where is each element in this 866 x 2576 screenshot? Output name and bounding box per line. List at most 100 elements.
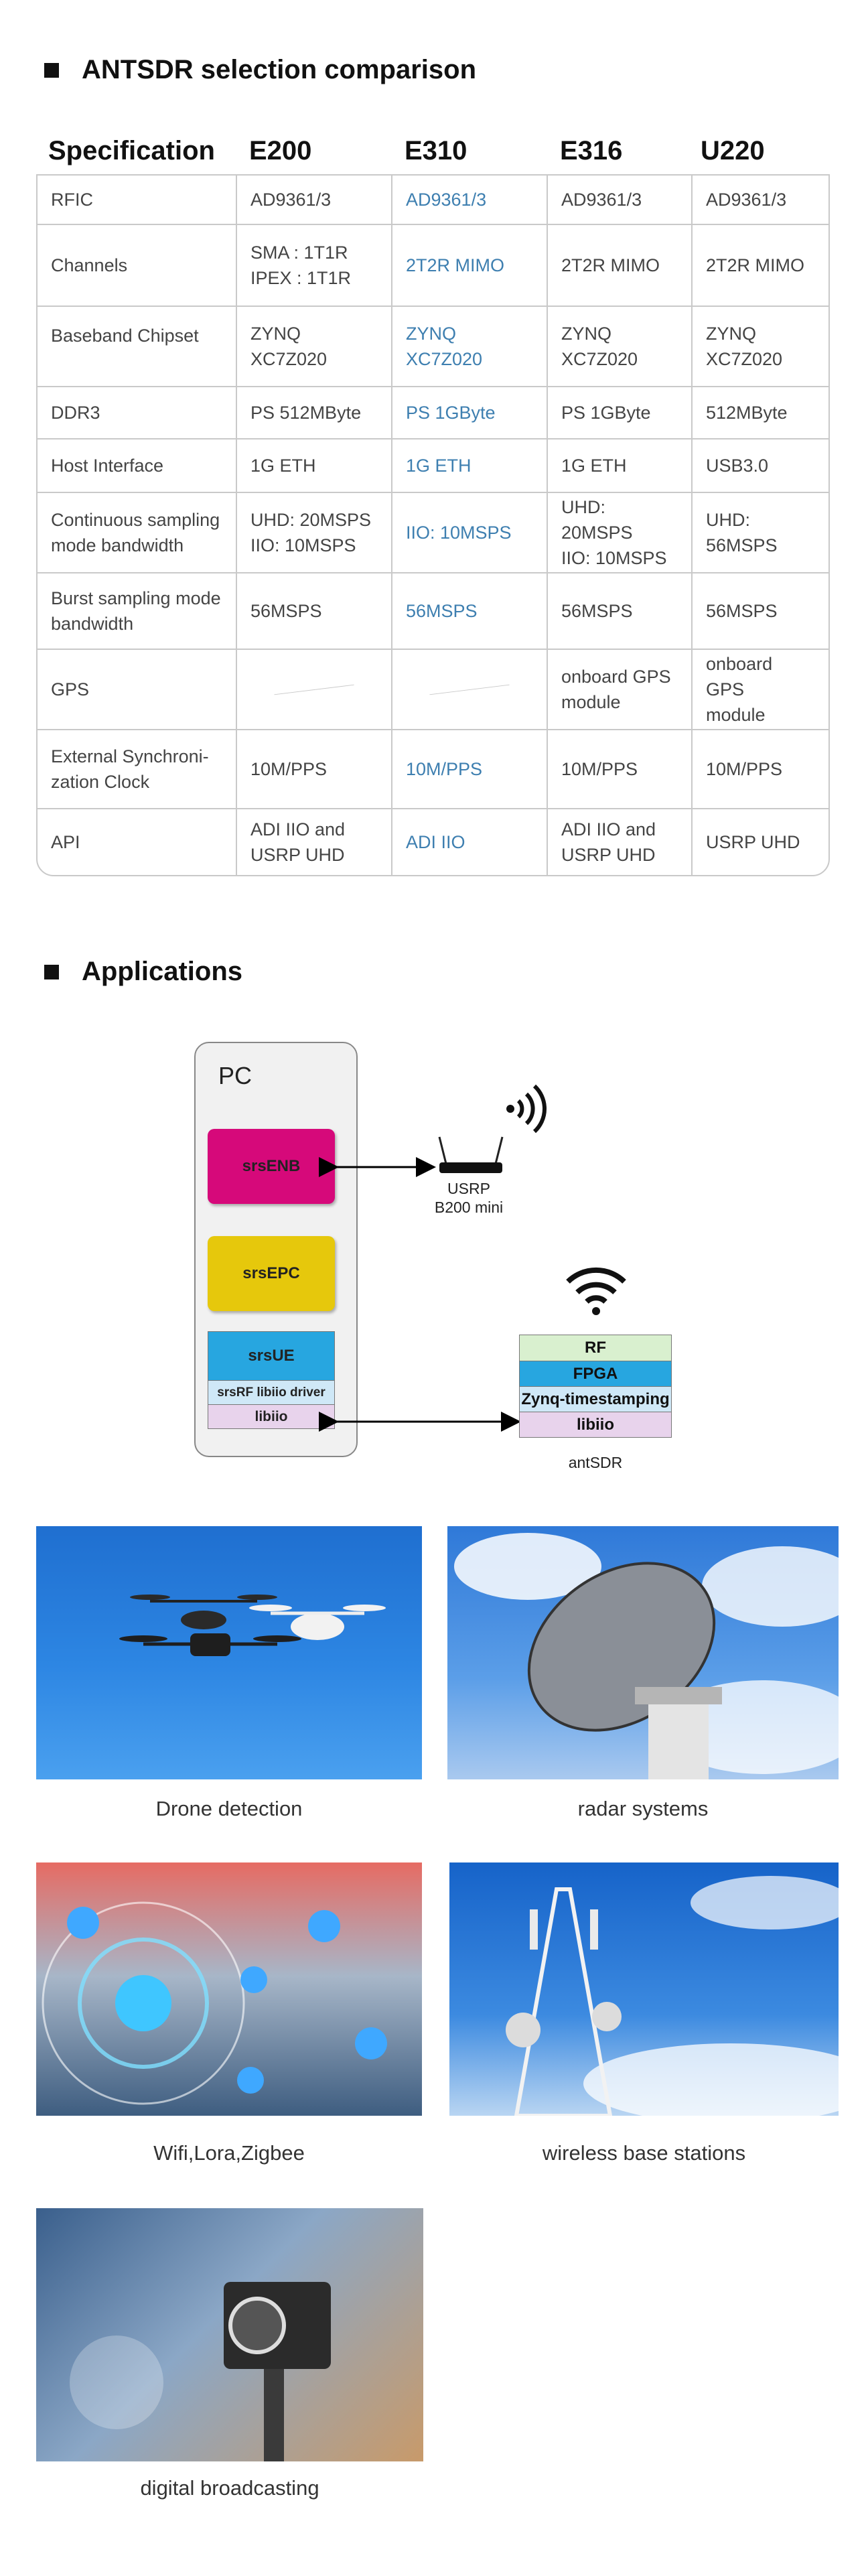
- u220-cell: 512MByte: [691, 387, 828, 438]
- e200-cell: 56MSPS: [236, 573, 391, 649]
- e200-cell: ZYNQ XC7Z020: [236, 307, 391, 386]
- comparison-heading: ANTSDR selection comparison: [44, 55, 476, 85]
- table-header: Specification E200 E310 E316 U220: [36, 126, 830, 174]
- square-bullet-icon: [44, 964, 59, 979]
- spec-cell: GPS: [51, 679, 90, 699]
- wifi-icon: [566, 1267, 626, 1315]
- broadcast-photo: [36, 2208, 423, 2461]
- drone-photo: [36, 1526, 422, 1779]
- gps-none-line: [429, 684, 510, 695]
- u220-cell: USRP UHD: [691, 809, 828, 875]
- e310-cell: ADI IIO: [391, 809, 547, 875]
- radar-illustration: [454, 1533, 839, 1779]
- spec-cell: Host Interface: [51, 455, 164, 476]
- driver-block: srsRF libiio driver: [208, 1380, 334, 1404]
- header-e200: E200: [249, 136, 312, 165]
- e316-cell: ADI IIO and USRP UHD: [547, 809, 691, 875]
- u220-cell: ZYNQ XC7Z020: [691, 307, 828, 386]
- e200-cell: UHD: 20MSPS IIO: 10MSPS: [236, 493, 391, 572]
- table-row: Burst sampling mode bandwidth 56MSPS 56M…: [38, 572, 828, 649]
- e310-cell: 1G ETH: [391, 439, 547, 492]
- router-icon: [438, 1136, 504, 1173]
- applications-heading: Applications: [44, 957, 242, 987]
- broadcast-caption: digital broadcasting: [140, 2476, 319, 2500]
- radar-caption: radar systems: [577, 1797, 709, 1820]
- wifi-photo: [36, 1862, 422, 2116]
- spec-cell: Channels: [51, 255, 128, 275]
- table-row: API ADI IIO and USRP UHD ADI IIO ADI IIO…: [38, 808, 828, 875]
- timestamping-block: Zynq-timestamping: [520, 1386, 671, 1412]
- srsenb-block: srsENB: [208, 1129, 335, 1204]
- rf-block: RF: [520, 1335, 671, 1361]
- e200-cell: 1G ETH: [236, 439, 391, 492]
- antsdr-label: antSDR: [568, 1454, 623, 1471]
- u220-cell: UHD: 56MSPS: [691, 493, 828, 572]
- spec-cell: Continuous sampling mode bandwidth: [51, 509, 220, 555]
- e310-cell: IIO: 10MSPS: [391, 493, 547, 572]
- antsdr-libiio-block: libiio: [520, 1412, 671, 1437]
- comparison-table: Specification E200 E310 E316 U220 RFIC A…: [36, 126, 830, 876]
- spec-cell: Burst sampling mode bandwidth: [51, 588, 221, 634]
- e316-cell: UHD: 20MSPS IIO: 10MSPS: [547, 493, 691, 572]
- pc-container: PC srsENB srsEPC srsUE srsRF libiio driv…: [194, 1042, 358, 1457]
- spec-cell: API: [51, 831, 80, 852]
- u220-cell: USB3.0: [691, 439, 828, 492]
- e316-cell: PS 1GByte: [547, 387, 691, 438]
- e200-cell: ADI IIO and USRP UHD: [236, 809, 391, 875]
- header-e316: E316: [560, 136, 623, 165]
- e200-cell: 10M/PPS: [236, 730, 391, 808]
- e310-cell: ZYNQ XC7Z020: [391, 307, 547, 386]
- e316-cell: 1G ETH: [547, 439, 691, 492]
- spec-cell: DDR3: [51, 402, 100, 423]
- comparison-title: ANTSDR selection comparison: [82, 55, 477, 84]
- u220-cell: 56MSPS: [691, 573, 828, 649]
- u220-cell: AD9361/3: [691, 176, 828, 224]
- fpga-block: FPGA: [520, 1361, 671, 1386]
- broadcast-illustration: [70, 2282, 331, 2461]
- drone-caption: Drone detection: [155, 1797, 303, 1820]
- wifi-caption: Wifi,Lora,Zigbee: [153, 2141, 305, 2165]
- table-row: Continuous sampling mode bandwidth UHD: …: [38, 492, 828, 572]
- spec-cell: Baseband Chipset: [51, 326, 199, 346]
- connection-arrows: [319, 1157, 521, 1432]
- header-u220: U220: [701, 136, 765, 165]
- e310-cell: [391, 650, 547, 729]
- drone-illustration: [119, 1595, 386, 1656]
- table-row: External Synchroni- zation Clock 10M/PPS…: [38, 729, 828, 808]
- e310-cell: 56MSPS: [391, 573, 547, 649]
- e200-cell: [236, 650, 391, 729]
- table-row: Baseband Chipset ZYNQ XC7Z020 ZYNQ XC7Z0…: [38, 306, 828, 386]
- header-specification: Specification: [48, 136, 215, 165]
- e310-cell: PS 1GByte: [391, 387, 547, 438]
- e310-cell: AD9361/3: [391, 176, 547, 224]
- srsue-block: srsUE: [208, 1332, 334, 1380]
- e316-cell: AD9361/3: [547, 176, 691, 224]
- broadcast-signal-icon: [506, 1084, 547, 1134]
- e200-cell: PS 512MByte: [236, 387, 391, 438]
- pc-label: PC: [218, 1062, 252, 1089]
- table-row: GPS onboard GPS module onboard GPS modul…: [38, 649, 828, 729]
- gps-none-line: [274, 684, 354, 695]
- e310-cell: 2T2R MIMO: [391, 225, 547, 306]
- table-row: Channels SMA : 1T1R IPEX : 1T1R 2T2R MIM…: [38, 224, 828, 306]
- e316-cell: 2T2R MIMO: [547, 225, 691, 306]
- base-station-illustration: [506, 1876, 839, 2116]
- spec-cell: External Synchroni- zation Clock: [51, 746, 209, 792]
- e310-cell: 10M/PPS: [391, 730, 547, 808]
- wifi-illustration: [42, 1901, 387, 2105]
- square-bullet-icon: [44, 62, 59, 78]
- u220-cell: 2T2R MIMO: [691, 225, 828, 306]
- e316-cell: ZYNQ XC7Z020: [547, 307, 691, 386]
- srsepc-block: srsEPC: [208, 1236, 335, 1311]
- e316-cell: 10M/PPS: [547, 730, 691, 808]
- table-row: RFIC AD9361/3 AD9361/3 AD9361/3 AD9361/3: [38, 176, 828, 224]
- e200-cell: AD9361/3: [236, 176, 391, 224]
- base-station-photo: [449, 1862, 839, 2116]
- u220-cell: 10M/PPS: [691, 730, 828, 808]
- applications-title: Applications: [82, 957, 243, 986]
- u220-cell: onboard GPS module: [691, 650, 828, 729]
- base-station-caption: wireless base stations: [542, 2141, 746, 2165]
- table-row: Host Interface 1G ETH 1G ETH 1G ETH USB3…: [38, 438, 828, 492]
- e200-cell: SMA : 1T1R IPEX : 1T1R: [236, 225, 391, 306]
- usrp-label: USRP B200 mini: [434, 1180, 504, 1216]
